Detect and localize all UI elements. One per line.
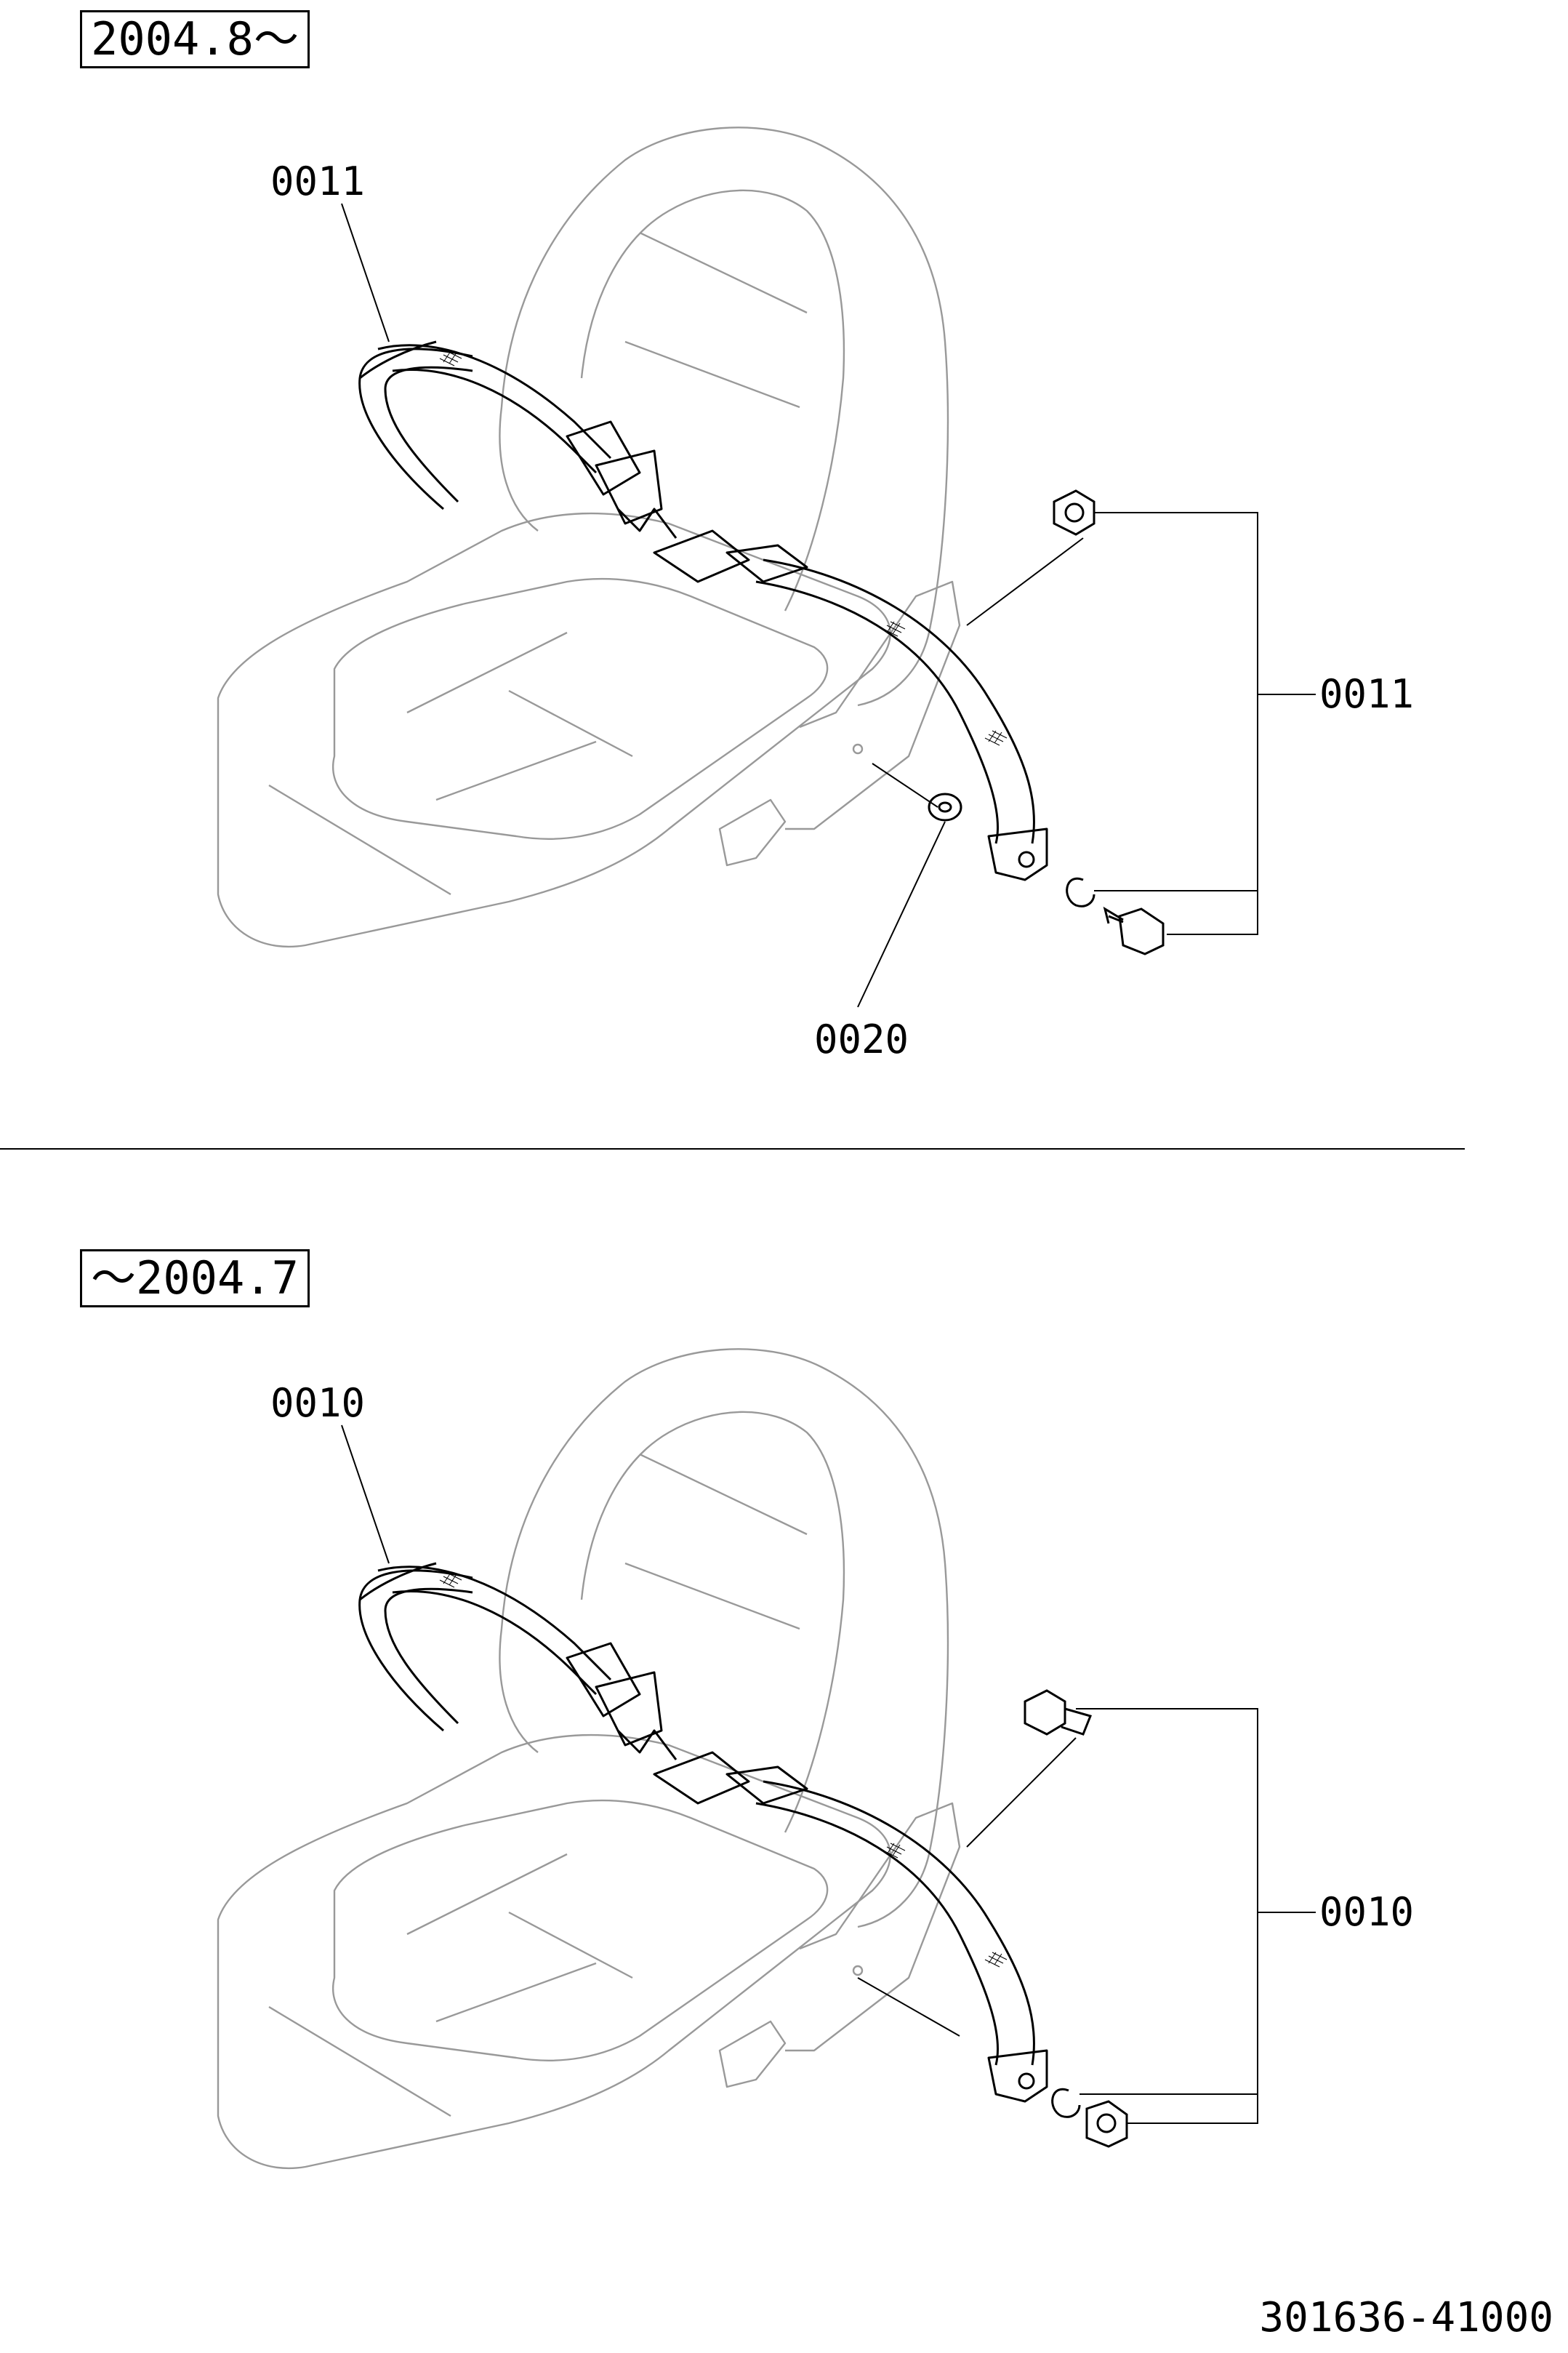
callout-belt-top: 0011 [270,159,366,204]
leader-lines-top [341,203,1316,1008]
hex-nut-icon [1053,489,1095,536]
washer-icon [928,793,962,822]
period-label-bottom: 〜2004.7 [80,1249,310,1307]
spring-washer-icon [1066,877,1095,907]
callout-belt-bottom: 0010 [270,1380,366,1426]
belt-drawing-bottom [358,1562,1048,2103]
belt-drawing-top [358,340,1048,881]
callout-hardware-bottom: 0010 [1319,1889,1415,1935]
bolt-icon [1103,906,1165,955]
leader-lines-bottom [341,1424,1316,2124]
drawing-number: 301636-41000 [1259,2294,1553,2341]
hex-bolt-icon [1024,1689,1093,1736]
seat-drawing-top [217,127,961,948]
callout-hardware-top: 0011 [1319,671,1415,717]
spring-washer-bottom-icon [1051,2088,1081,2118]
callout-washer-top: 0020 [814,1017,909,1062]
period-label-top: 2004.8〜 [80,10,310,68]
seat-drawing-bottom [217,1348,961,2170]
acorn-nut-icon [1085,2100,1128,2148]
